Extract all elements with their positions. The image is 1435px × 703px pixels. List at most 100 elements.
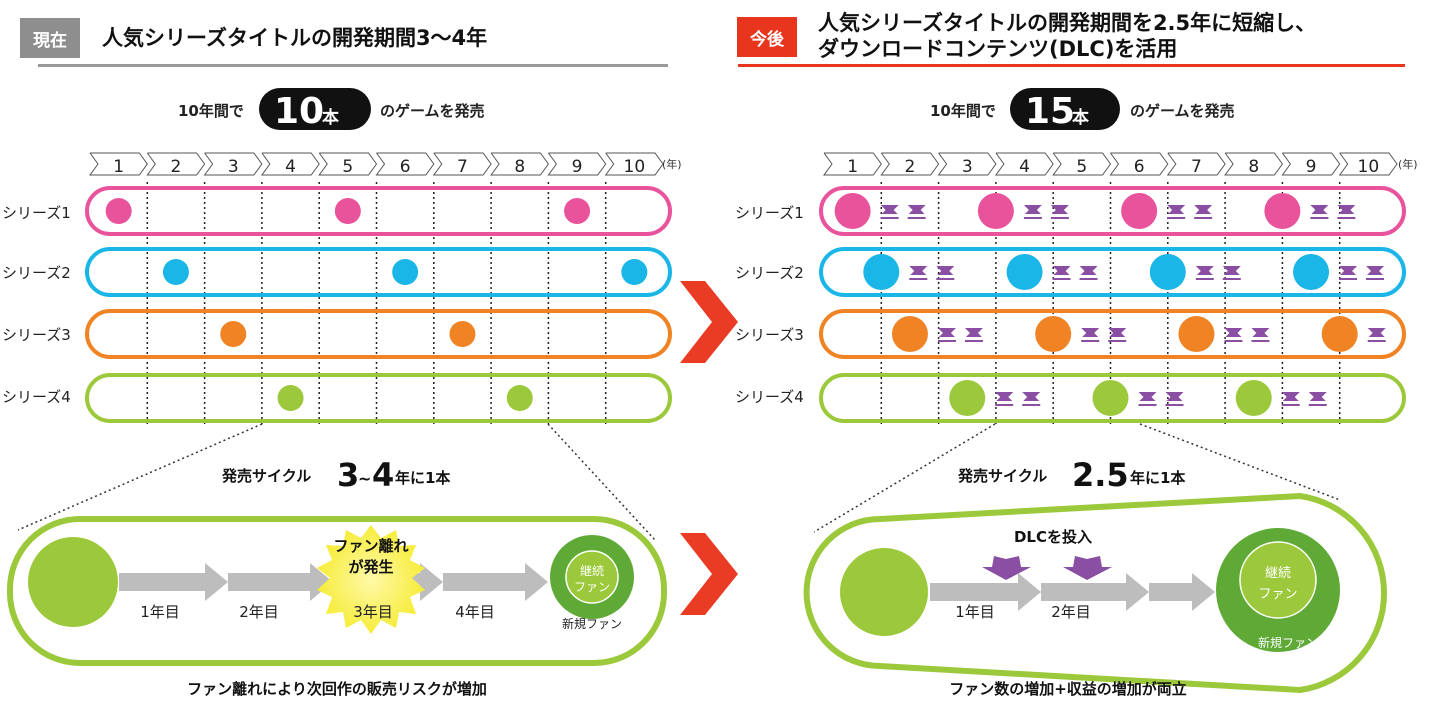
right-count-unit: 本 — [1072, 107, 1089, 128]
right-cycle-suffix: 年に1本 — [1130, 469, 1185, 487]
right-continuing-fan-text-2: ファン — [1258, 587, 1297, 602]
left-year-label: 6 — [400, 157, 411, 177]
left-release-dot — [277, 385, 304, 411]
left-year-label: 1 — [113, 157, 124, 177]
right-year-label: 8 — [1248, 157, 1259, 177]
right-dlc-marker — [1079, 266, 1098, 275]
right-year-chevron — [1224, 152, 1284, 176]
right-dlc-marker — [1081, 328, 1100, 337]
right-series-label-2: シリーズ2 — [735, 264, 804, 282]
left-series-track — [85, 309, 672, 359]
right-year-label: 7 — [1191, 157, 1202, 177]
left-zoom-line-a — [17, 423, 263, 531]
left-year-chevron — [604, 152, 664, 176]
left-release-dot — [105, 198, 132, 224]
right-step-label-1: 1年目 — [955, 603, 995, 621]
left-year-label: 8 — [514, 157, 525, 177]
left-step-label-3: 3年目 — [353, 603, 393, 621]
right-year-chevron — [1281, 152, 1341, 176]
right-series-track — [819, 186, 1406, 236]
left-year-label: 5 — [342, 157, 353, 177]
right-dlc-marker — [1224, 328, 1243, 337]
right-release-dot — [1235, 380, 1272, 416]
left-year-chevron — [260, 152, 320, 176]
dlc-arrow-2 — [1063, 556, 1112, 580]
left-year-chevron — [318, 152, 378, 176]
right-zoom-line-a — [813, 423, 996, 533]
left-step-label-4: 4年目 — [455, 603, 495, 621]
left-year-unit: (年) — [662, 157, 682, 171]
left-cycle-b: 4 — [372, 456, 394, 494]
left-year-label: 4 — [285, 157, 296, 177]
future-badge: 今後 — [737, 17, 797, 57]
left-series-label-2: シリーズ2 — [2, 264, 71, 282]
right-release-dot — [1092, 380, 1129, 416]
left-count-unit: 本 — [322, 107, 339, 128]
right-title-rule — [738, 64, 1405, 67]
right-year-label: 5 — [1076, 157, 1087, 177]
left-release-dot — [162, 259, 189, 285]
right-dlc-marker — [1195, 266, 1214, 275]
left-year-chevron — [146, 152, 206, 176]
right-release-dot — [1006, 254, 1043, 290]
right-dlc-marker — [907, 205, 926, 214]
left-new-fan-text: 新規ファン — [562, 616, 622, 631]
right-dlc-marker — [1222, 266, 1241, 275]
right-year-chevron — [1166, 152, 1226, 176]
left-cycle-suffix: 年に1本 — [395, 469, 450, 487]
left-series-track — [85, 373, 672, 423]
right-release-dot — [891, 316, 928, 352]
right-dlc-marker — [880, 205, 899, 214]
left-year-label: 10 — [624, 157, 646, 177]
right-dlc-marker — [1366, 266, 1385, 275]
right-year-chevron — [1109, 152, 1169, 176]
left-continuing-fan-circle — [565, 550, 619, 604]
left-year-chevron — [203, 152, 263, 176]
right-dlc-marker — [937, 328, 956, 337]
right-title-line2: ダウンロードコンテンツ(DLC)を活用 — [818, 37, 1178, 61]
right-series-rows — [819, 186, 1406, 423]
left-year-label: 7 — [457, 157, 468, 177]
right-year-label: 4 — [1019, 157, 1030, 177]
right-year-label: 10 — [1358, 157, 1380, 177]
left-year-chevron — [375, 152, 435, 176]
right-start-circle — [840, 548, 928, 636]
right-year-label: 9 — [1306, 157, 1317, 177]
left-series-track — [85, 186, 672, 236]
right-dlc-marker — [1281, 392, 1300, 401]
right-release-dot — [949, 380, 986, 416]
right-series-label-3: シリーズ3 — [735, 326, 804, 344]
right-year-label: 1 — [847, 157, 858, 177]
left-cycle-a: 3 — [337, 456, 359, 494]
right-dlc-marker — [1052, 266, 1071, 275]
right-dlc-marker — [964, 328, 983, 337]
left-series-label-1: シリーズ1 — [2, 204, 71, 222]
right-release-dot — [1321, 316, 1358, 352]
left-year-label: 3 — [228, 157, 239, 177]
right-release-dot — [834, 193, 871, 229]
right-step-arrows — [930, 573, 1215, 611]
right-year-dividers — [880, 182, 1341, 426]
right-count-suffix: のゲームを発売 — [1130, 102, 1235, 120]
left-count-prefix: 10年間で — [178, 102, 244, 120]
right-year-chevron — [880, 152, 940, 176]
left-year-dividers — [146, 182, 607, 426]
right-year-label: 2 — [905, 157, 916, 177]
right-dlc-marker — [936, 266, 955, 275]
right-release-dot — [863, 254, 900, 290]
left-year-chevron — [89, 152, 148, 176]
right-series-track — [819, 373, 1406, 423]
right-year-chevron — [994, 152, 1054, 176]
right-continuing-fan-circle — [1239, 541, 1317, 619]
left-count-number: 10 — [274, 91, 324, 132]
right-cycle-frame — [803, 492, 1388, 694]
dlc-label: DLCを投入 — [1014, 528, 1092, 546]
right-series-track — [819, 247, 1406, 297]
left-step-label-1: 1年目 — [140, 603, 180, 621]
right-new-fan-text: 新規ファン — [1258, 635, 1318, 650]
right-year-chevron — [937, 152, 997, 176]
right-dlc-marker — [1339, 266, 1358, 275]
right-release-dot — [977, 193, 1014, 229]
